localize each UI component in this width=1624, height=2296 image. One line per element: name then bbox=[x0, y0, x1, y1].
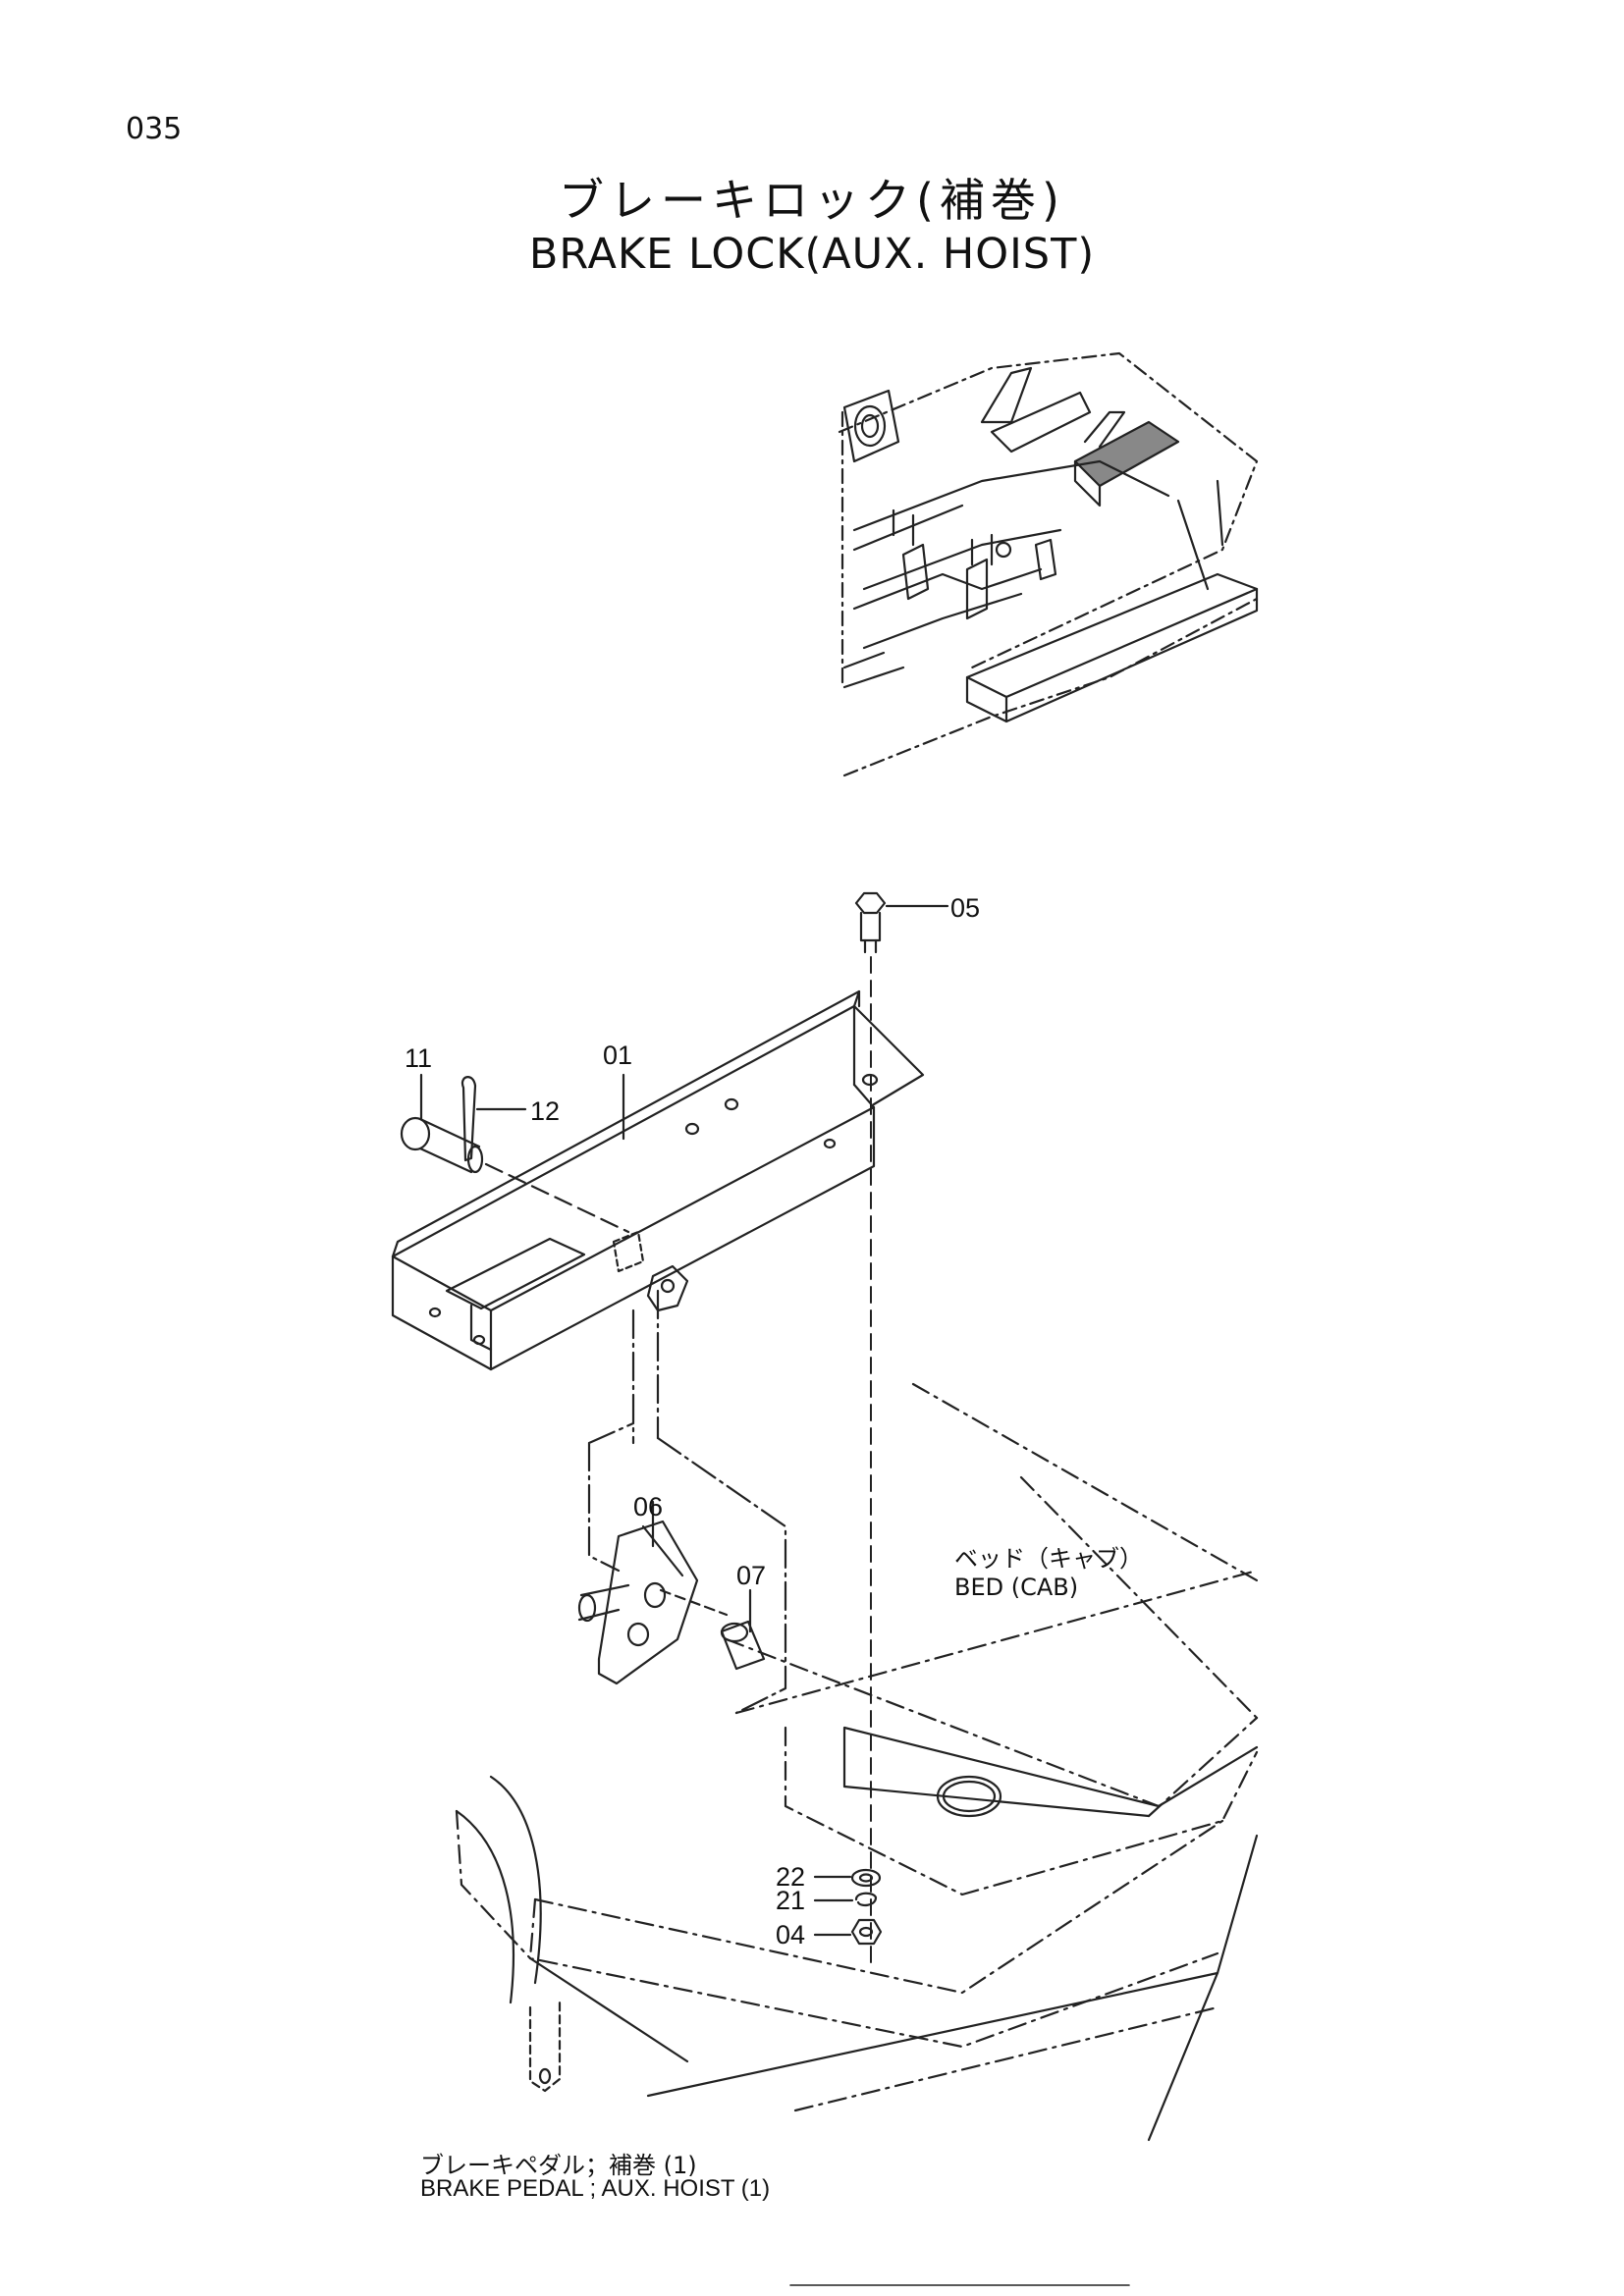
pedal-label-english: BRAKE PEDAL ; AUX. HOIST (1) bbox=[420, 2175, 771, 2202]
bed-label-japanese: ベッド（キャブ） bbox=[954, 1545, 1143, 1573]
callout-11: 11 bbox=[405, 1043, 433, 1073]
brake-pedal-lever bbox=[528, 2001, 562, 2093]
overview-inset bbox=[838, 351, 1259, 777]
bolt-05 bbox=[854, 891, 949, 954]
callout-22: 22 bbox=[776, 1862, 806, 1892]
cotter-pin-12 bbox=[460, 1076, 527, 1162]
page-title-japanese: ブレーキロック(補巻) bbox=[559, 174, 1065, 227]
callout-12: 12 bbox=[530, 1096, 561, 1126]
nut-04 bbox=[813, 1918, 883, 1946]
callout-01: 01 bbox=[603, 1041, 633, 1070]
callout-06: 06 bbox=[633, 1492, 664, 1522]
brake-lock-channel-01 bbox=[391, 989, 925, 1371]
callout-07: 07 bbox=[736, 1561, 767, 1590]
bed-frame bbox=[455, 1382, 1259, 2142]
callout-05: 05 bbox=[950, 893, 981, 923]
bracket-06 bbox=[577, 1500, 729, 1685]
pin-11 bbox=[400, 1073, 630, 1234]
washer-22 bbox=[813, 1868, 882, 1888]
pedal-label-japanese: ブレーキペダル；補巻 (1) bbox=[420, 2152, 697, 2179]
spring-washer-21 bbox=[813, 1892, 878, 1907]
page-number: 035 bbox=[126, 112, 183, 146]
bracket-assembly bbox=[587, 1289, 787, 1715]
callout-21: 21 bbox=[776, 1886, 806, 1915]
callout-04: 04 bbox=[776, 1920, 806, 1949]
collar-07 bbox=[720, 1588, 766, 1671]
page-title-english: BRAKE LOCK(AUX. HOIST) bbox=[528, 230, 1096, 279]
bed-label-english: BED (CAB) bbox=[954, 1574, 1079, 1601]
